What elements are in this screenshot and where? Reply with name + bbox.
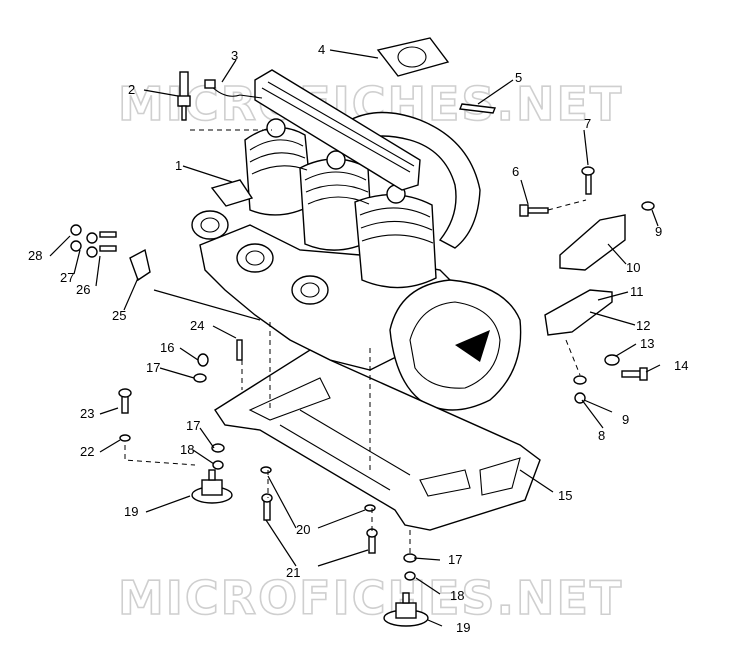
callout-11: 11 [630,284,644,299]
callout-18-right: 18 [450,588,464,603]
callout-23: 23 [80,406,94,421]
engine-assembly [191,69,522,411]
callout-26: 26 [76,282,90,297]
callout-12: 12 [636,318,650,333]
bolt-7 [581,166,595,195]
callout-16: 16 [160,340,174,355]
flange-gasket-1 [210,179,254,207]
callout-25: 25 [112,308,126,323]
fuel-rail-bar [254,69,421,191]
callout-9-top: 9 [655,224,662,239]
mount-bracket-10 [559,214,626,271]
spark-plug [177,71,191,121]
callout-28: 28 [28,248,42,263]
plug-cap [204,79,216,89]
callout-10: 10 [626,260,640,275]
callout-19-right: 19 [456,620,470,635]
engine-mount-plate [214,349,541,531]
mount-bracket-12 [544,289,613,336]
exhaust-manifold [349,111,481,249]
cylinder-3 [354,194,437,289]
callout-6: 6 [512,164,519,179]
callout-17-mid: 17 [186,418,200,433]
callout-3: 3 [231,48,238,63]
exhaust-gasket [376,37,450,77]
callout-17-left: 17 [146,360,160,375]
fuel-rail-detail [261,81,415,173]
flywheel-cover [409,301,501,389]
callout-24: 24 [190,318,204,333]
clip-25 [129,248,151,282]
callout-5: 5 [515,70,522,85]
intake-flanges [191,210,329,305]
rubber-mount-19-right [383,592,429,627]
callout-1: 1 [175,158,182,173]
bolt-14 [621,367,648,381]
callout-labels: 1 2 3 4 5 6 7 8 9 9 10 11 12 13 14 15 16… [28,42,688,635]
callout-19-left: 19 [124,504,138,519]
flywheel-window [455,330,490,362]
callout-9-bottom: 9 [622,412,629,427]
bolt-6 [519,204,549,217]
thin-gasket [459,103,496,114]
rubber-mount-19-left [191,469,233,504]
callout-21: 21 [286,565,300,580]
leader-lines [49,49,661,627]
plate-fasteners [118,339,417,581]
callout-22: 22 [80,444,94,459]
callout-14: 14 [674,358,688,373]
callout-8: 8 [598,428,605,443]
callout-17-right: 17 [448,552,462,567]
callout-18-left: 18 [180,442,194,457]
callout-15: 15 [558,488,572,503]
washers-right [573,201,655,404]
callout-13: 13 [640,336,654,351]
watermark-bottom: MICROFICHES.NET [118,571,623,625]
callout-27: 27 [60,270,74,285]
left-fasteners [70,224,117,258]
callout-2: 2 [128,82,135,97]
cylinder-head-fins [249,139,434,244]
mount-plate-cutouts [248,377,521,497]
alignment-dash-lines [124,129,587,555]
callout-7: 7 [584,116,591,131]
callout-20: 20 [296,522,310,537]
callout-4: 4 [318,42,325,57]
